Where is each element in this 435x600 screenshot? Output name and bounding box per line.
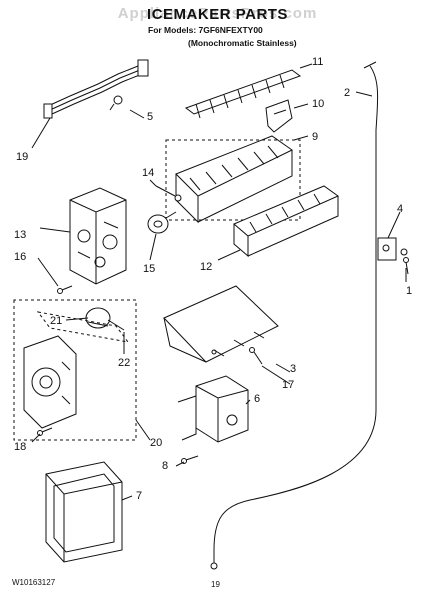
part-fill-tube — [210, 61, 379, 570]
callout-18: 18 — [14, 441, 26, 453]
part-screw-18 — [37, 427, 53, 436]
callout-2: 2 — [344, 87, 350, 99]
callout-22: 22 — [118, 357, 130, 369]
part-guide — [233, 185, 340, 258]
callout-21: 21 — [50, 315, 62, 327]
callout-5: 5 — [147, 111, 153, 123]
part-screw-14 — [155, 185, 182, 202]
part-wire-harness — [43, 59, 149, 119]
callout-8: 8 — [162, 460, 168, 472]
model-variant: (Monochromatic Stainless) — [188, 38, 297, 48]
part-housing — [69, 187, 127, 285]
part-screw-17 — [249, 347, 263, 365]
part-ejector — [184, 69, 302, 119]
callout-17: 17 — [282, 379, 294, 391]
part-clamp — [377, 237, 408, 261]
part-stripper — [265, 99, 293, 133]
callout-6: 6 — [254, 393, 260, 405]
part-bracket — [163, 285, 279, 363]
callout-1: 1 — [406, 285, 412, 297]
callout-19: 19 — [16, 151, 28, 163]
part-screw-16 — [57, 285, 73, 294]
callout-10: 10 — [312, 98, 324, 110]
document-number: W10163127 — [12, 578, 56, 587]
model-number: For Models: 7GF6NFEXTY00 — [148, 25, 263, 35]
leader-lines — [31, 63, 407, 501]
part-cover — [45, 461, 123, 563]
page-number: 19 — [211, 580, 220, 589]
watermark: AppliancePartsPros.com — [117, 5, 318, 22]
callout-12: 12 — [200, 261, 212, 273]
callout-14: 14 — [142, 167, 154, 179]
part-screw-5 — [109, 95, 123, 111]
part-ice-mold — [165, 135, 301, 224]
callout-16: 16 — [14, 251, 26, 263]
callout-13: 13 — [14, 229, 26, 241]
part-control-module — [23, 335, 77, 429]
callout-7: 7 — [136, 490, 142, 502]
part-water-valve — [177, 375, 249, 443]
part-thermostat — [147, 211, 177, 234]
diagram-title: ICEMAKER PARTS — [147, 6, 288, 23]
callout-4: 4 — [397, 203, 403, 215]
callout-9: 9 — [312, 131, 318, 143]
callout-labels: 1 2 3 4 5 6 7 8 9 10 11 12 13 14 15 16 1… — [14, 56, 412, 502]
callout-11: 11 — [312, 56, 323, 68]
callout-3: 3 — [290, 363, 296, 375]
callout-15: 15 — [143, 263, 155, 275]
part-motor — [85, 307, 125, 331]
callout-20: 20 — [150, 437, 162, 449]
part-screw-1 — [403, 257, 409, 275]
